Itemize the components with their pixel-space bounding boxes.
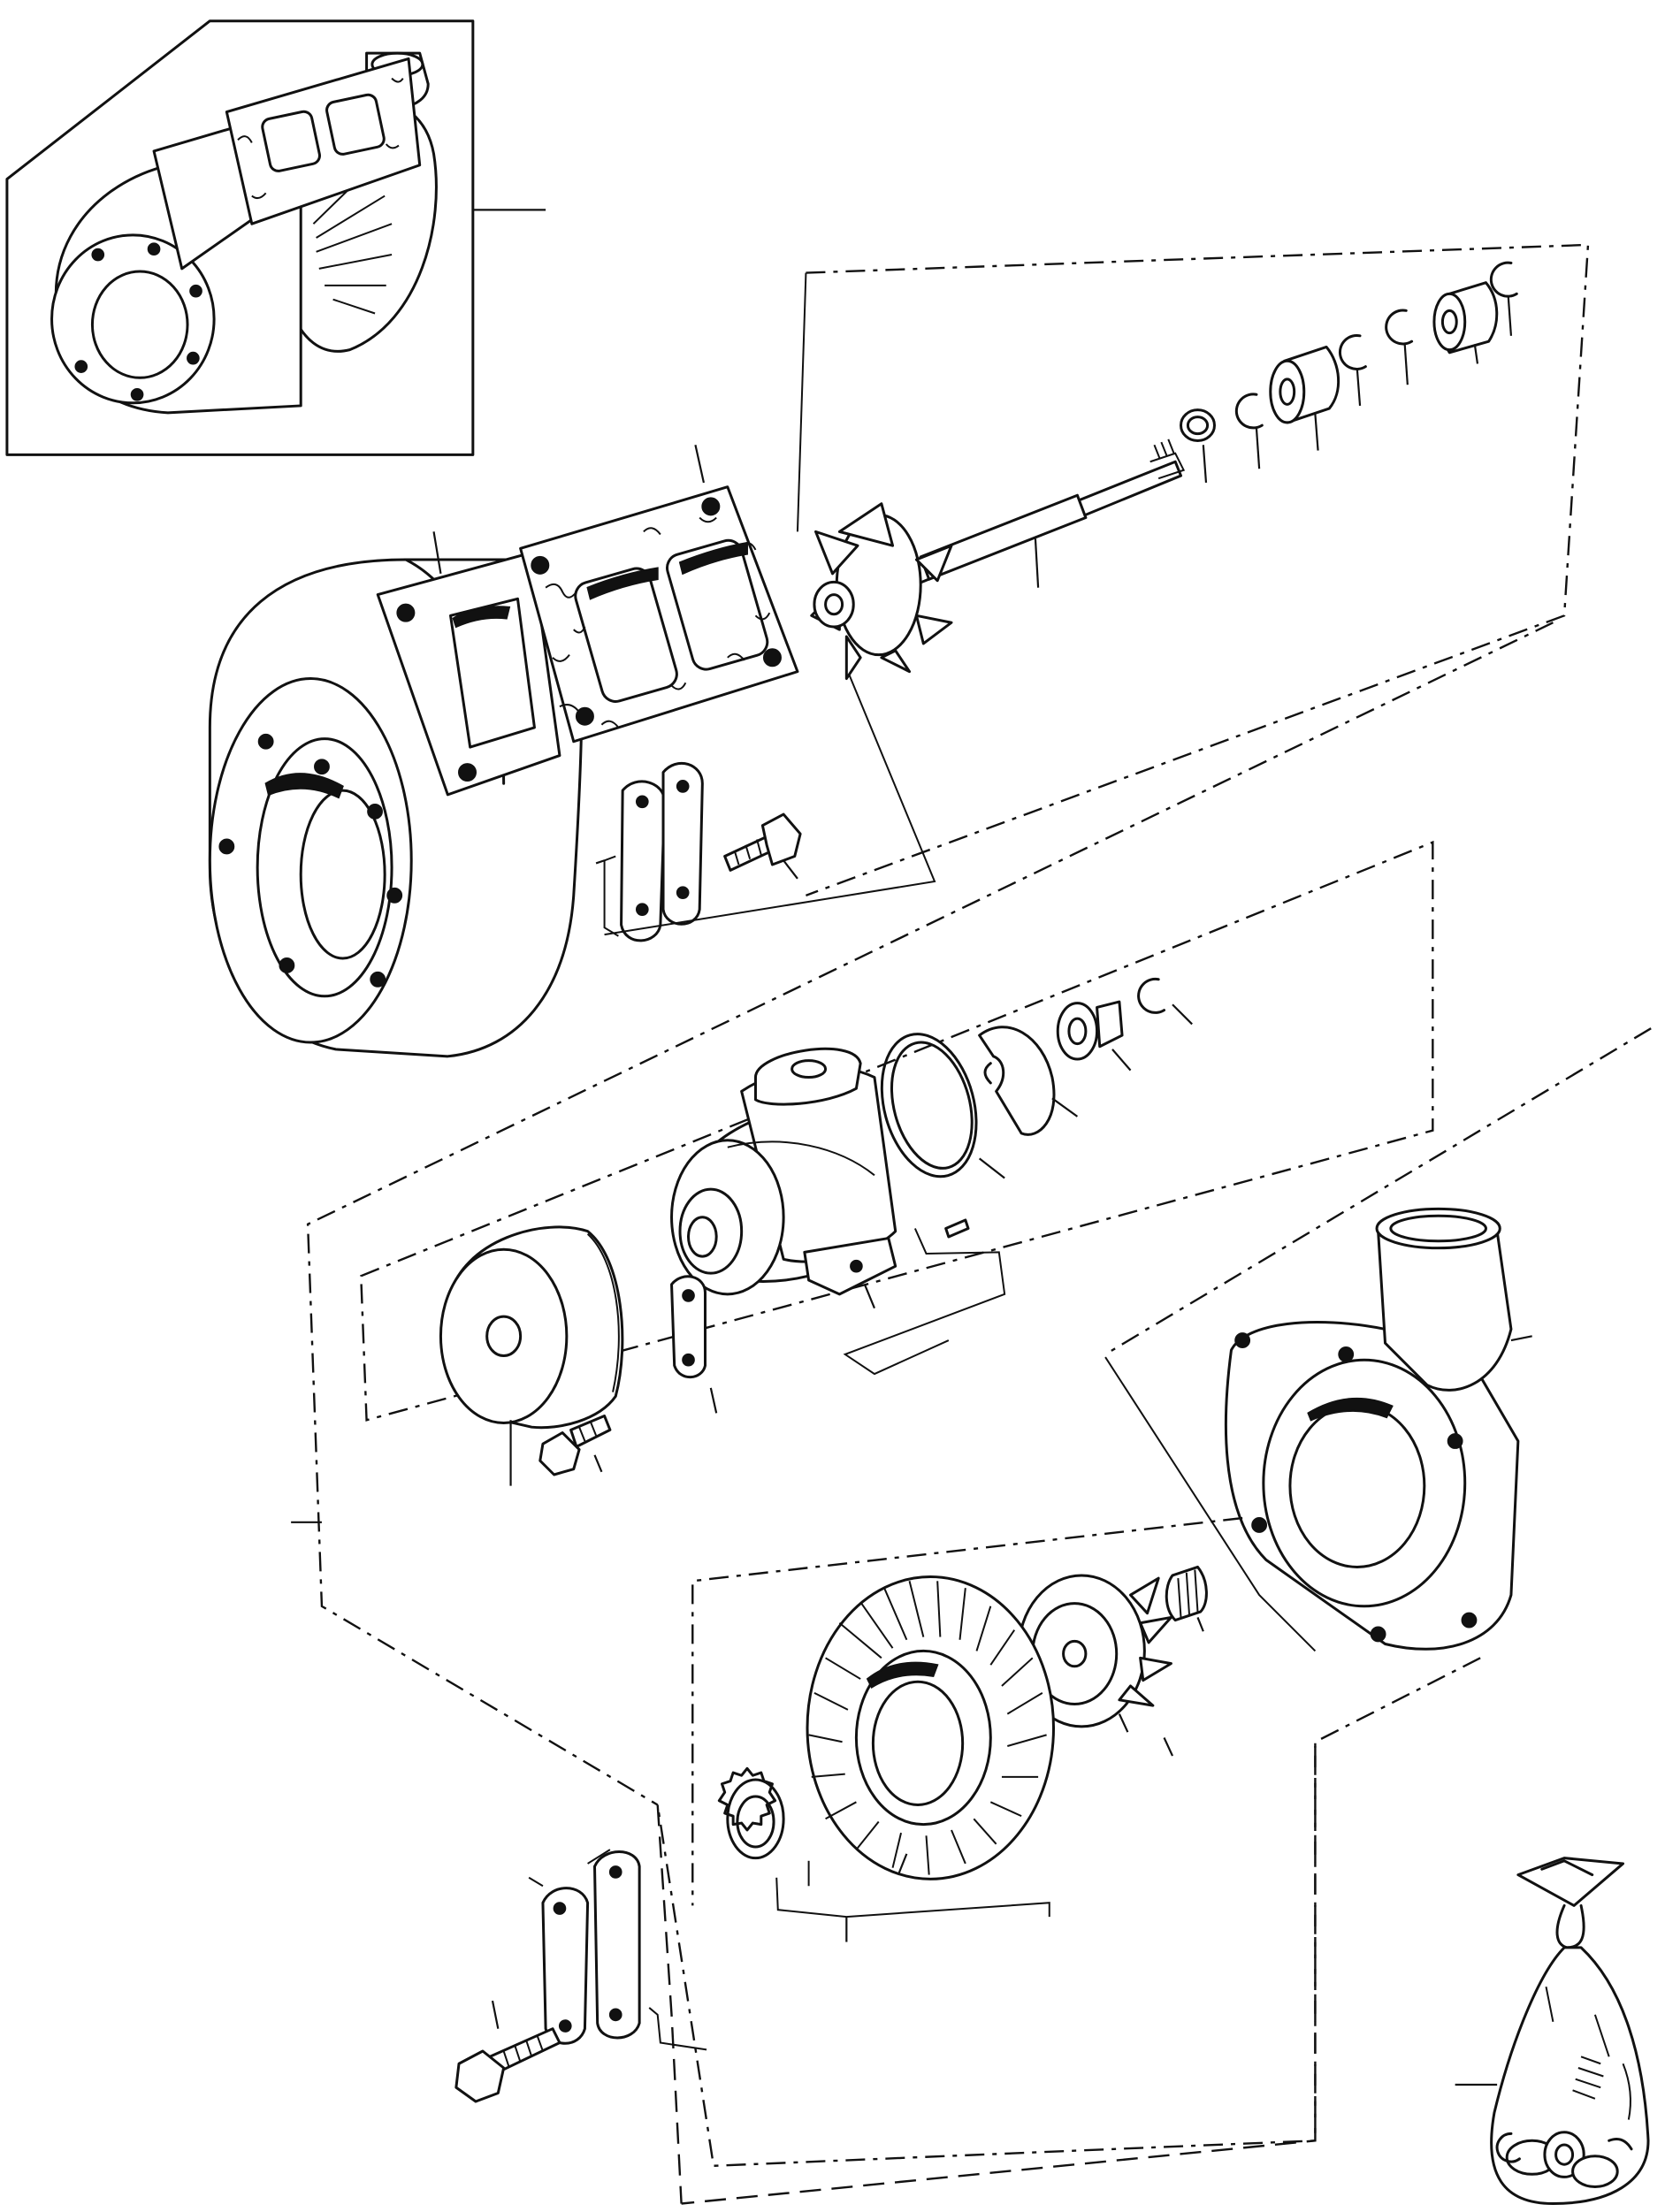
thrust-collar — [980, 1027, 1078, 1135]
inset-frame — [7, 21, 473, 455]
compressor-bolt — [456, 2001, 560, 2101]
turbine-bolt — [725, 814, 800, 879]
gasket-leader — [695, 445, 703, 483]
snap-ring — [719, 1768, 1049, 1941]
parts-kit-bag — [1455, 1858, 1648, 2204]
snap-ring-3 — [1386, 310, 1412, 344]
lock-nut — [1166, 1567, 1206, 1631]
turbine-housing-leader — [434, 531, 441, 573]
turbine-group-leader — [605, 672, 935, 935]
center-inner-frame — [361, 843, 1432, 1421]
turbine-shaft-wheel — [812, 439, 1184, 679]
pin-leader — [845, 1228, 1004, 1374]
dowel-pin — [946, 1220, 968, 1237]
lower-frame — [658, 1804, 682, 2203]
center-housing — [672, 1049, 896, 1308]
thrust-bearing — [1058, 1002, 1130, 1071]
lock-plates-turbine — [596, 763, 702, 941]
journal-bearing-2 — [1434, 283, 1497, 353]
compressor-group-frame — [658, 1658, 1480, 2165]
turbine-flange-gasket — [521, 445, 798, 741]
snap-ring-1 — [1236, 394, 1262, 428]
heat-shield — [440, 1227, 622, 1486]
compressor-housing — [1226, 1209, 1531, 1649]
backplate-diffuser — [807, 1577, 1053, 1880]
turbine-flange — [378, 553, 560, 795]
shaft-rings-bearings — [1181, 263, 1517, 483]
wheel-group-frame — [692, 1518, 1242, 1905]
snap-ring-4 — [1491, 263, 1516, 296]
shaft-group-frame — [806, 245, 1588, 896]
retaining-ring — [1139, 979, 1193, 1024]
seal-ring-1 — [1181, 410, 1215, 441]
o-ring — [867, 1024, 1004, 1187]
snap-ring-2 — [1340, 335, 1365, 369]
center-group-frame — [308, 622, 1553, 1804]
journal-bearing-1 — [1271, 347, 1339, 422]
center-bolt — [540, 1416, 610, 1475]
lock-plate-center — [672, 1277, 717, 1414]
compressor-frame-line — [1105, 1357, 1315, 1651]
bottom-frame — [682, 1746, 1316, 2203]
assembly-inset — [7, 21, 546, 455]
